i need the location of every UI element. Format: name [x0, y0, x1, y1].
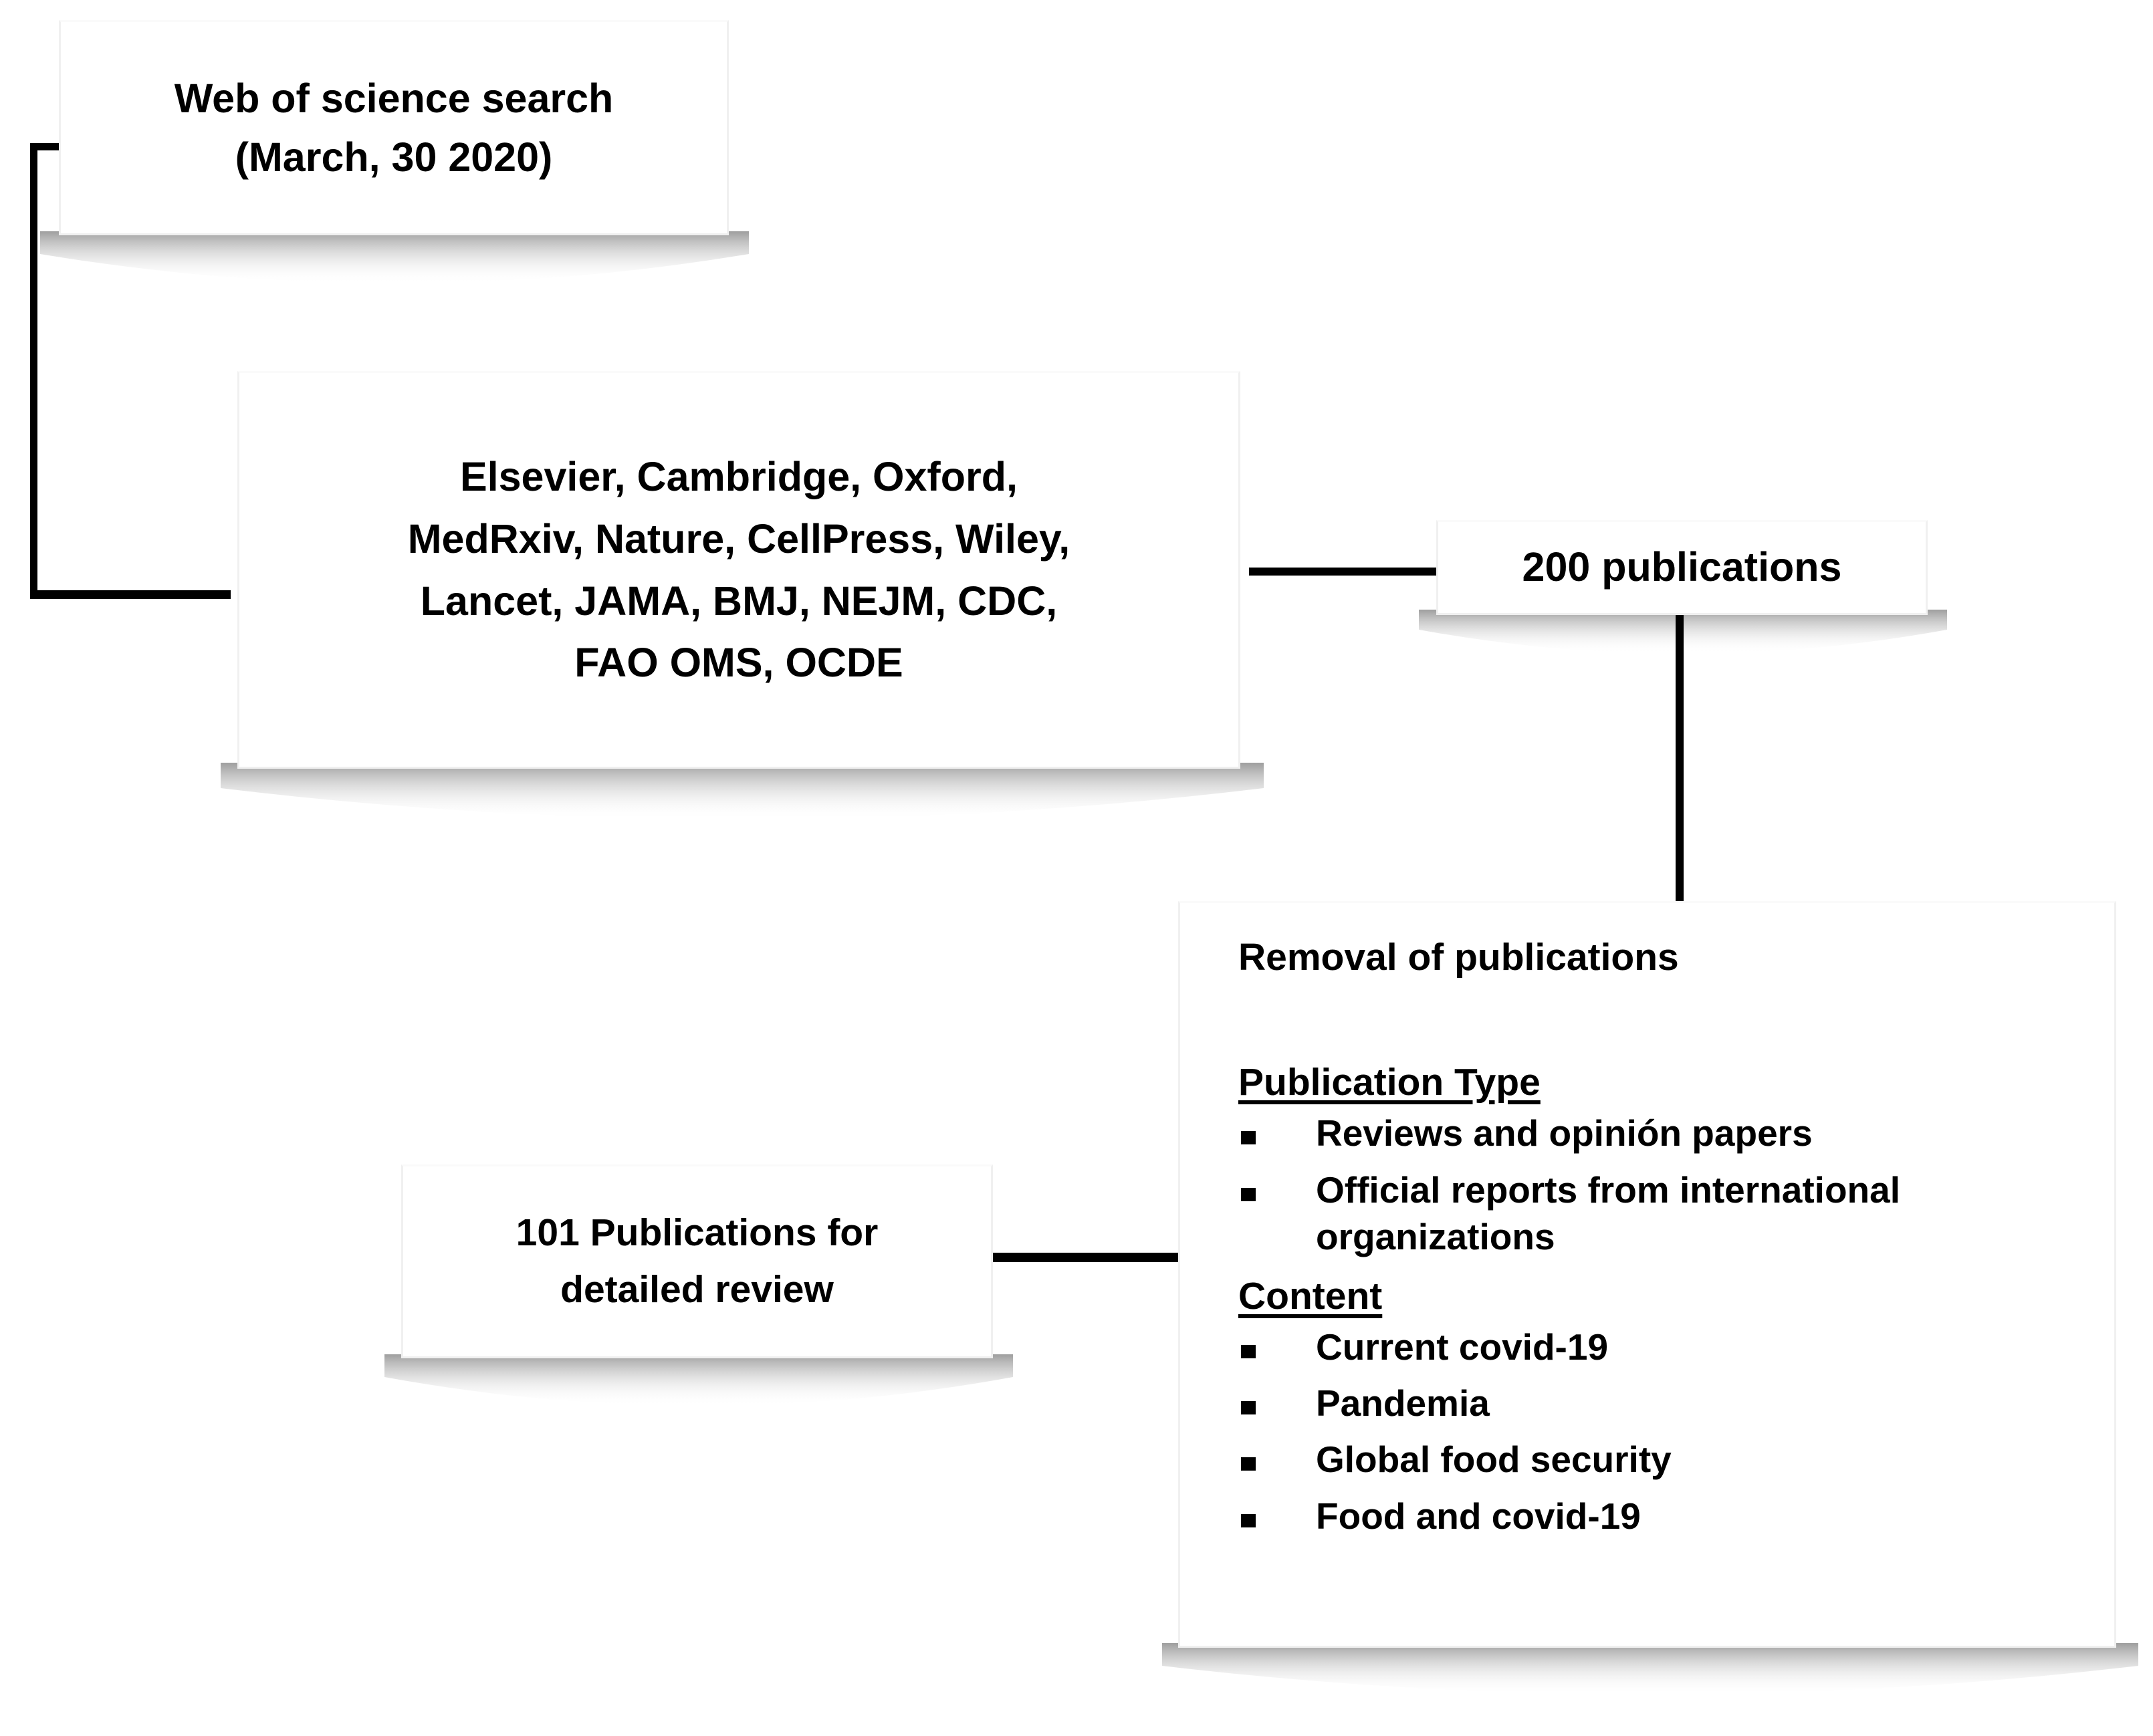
connector-sources-to-count — [1249, 568, 1438, 576]
sources-line-4: FAO OMS, OCDE — [574, 640, 903, 686]
sources-line-2: MedRxiv, Nature, CellPress, Wiley, — [407, 515, 1070, 562]
removal-heading-content: Content — [1238, 1274, 1383, 1318]
connector-removal-to-final — [993, 1253, 1180, 1262]
shadow-final-box — [384, 1350, 1013, 1437]
final-box-text: 101 Publications for detailed review — [516, 1205, 879, 1319]
count-box-label: 200 publications — [1522, 544, 1842, 590]
connector-search-bracket-vertical — [30, 143, 37, 598]
search-line-1: Web of science search — [174, 75, 614, 121]
list-item: Pandemia — [1238, 1380, 2093, 1427]
sources-line-3: Lancet, JAMA, BMJ, NEJM, CDC, — [420, 578, 1058, 624]
node-web-of-science-search[interactable]: Web of science search (March, 30 2020) — [59, 20, 729, 235]
node-sources-list[interactable]: Elsevier, Cambridge, Oxford, MedRxiv, Na… — [237, 371, 1240, 769]
final-line-2: detailed review — [560, 1268, 834, 1311]
removal-spacer — [1204, 980, 2093, 1060]
removal-heading-publication-type: Publication Type — [1238, 1061, 1541, 1104]
shadow-search-box — [40, 227, 749, 314]
list-item: Reviews and opinión papers — [1238, 1110, 2093, 1156]
list-item: Official reports from international orga… — [1238, 1166, 2093, 1261]
removal-list-content: Current covid-19 Pandemia Global food se… — [1204, 1324, 2093, 1540]
list-item: Global food security — [1238, 1436, 2093, 1483]
removal-box-text: Removal of publications Publication Type… — [1204, 935, 2093, 1539]
node-200-publications[interactable]: 200 publications — [1436, 520, 1928, 615]
connector-search-bracket-bottom — [30, 590, 231, 599]
removal-title: Removal of publications — [1238, 936, 1679, 979]
removal-content-group: Content Current covid-19 Pandemia Global… — [1204, 1274, 2093, 1540]
list-item: Food and covid-19 — [1238, 1493, 2093, 1539]
sources-box-text: Elsevier, Cambridge, Oxford, MedRxiv, Na… — [408, 446, 1070, 694]
sources-line-1: Elsevier, Cambridge, Oxford, — [460, 454, 1018, 500]
node-101-publications-detailed-review[interactable]: 101 Publications for detailed review — [401, 1164, 993, 1358]
removal-publication-type-group: Publication Type Reviews and opinión pap… — [1204, 1060, 2093, 1260]
search-line-2: (March, 30 2020) — [235, 134, 553, 180]
shadow-sources-box — [221, 759, 1264, 852]
removal-list-publication-type: Reviews and opinión papers Official repo… — [1204, 1110, 2093, 1260]
node-removal-of-publications[interactable]: Removal of publications Publication Type… — [1178, 901, 2116, 1648]
final-line-1: 101 Publications for — [516, 1211, 879, 1254]
search-box-text: Web of science search (March, 30 2020) — [175, 69, 614, 187]
connector-count-to-removal — [1676, 614, 1684, 902]
shadow-removal-box — [1162, 1639, 2138, 1726]
connector-search-bracket-top — [30, 143, 70, 150]
list-item: Current covid-19 — [1238, 1324, 2093, 1370]
